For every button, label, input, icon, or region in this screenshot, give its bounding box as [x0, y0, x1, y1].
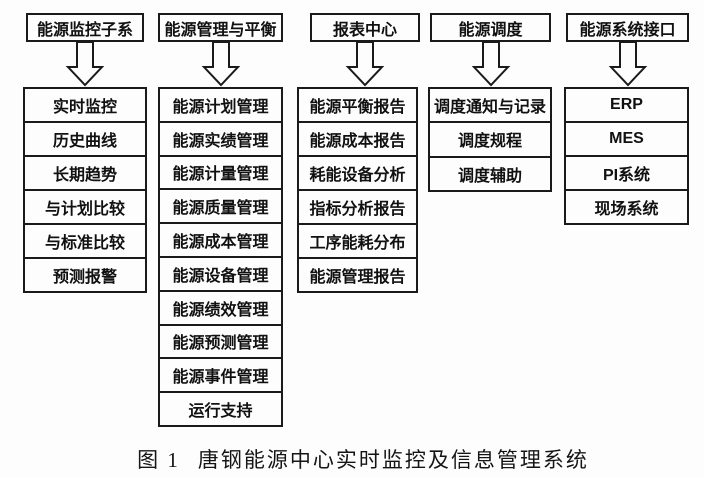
down-arrow-icon [345, 42, 385, 87]
list-item: 长期趋势 [25, 156, 145, 191]
list-item: MES [566, 123, 687, 158]
list-item: 能源绩效管理 [160, 291, 281, 326]
list-item: 预测报警 [25, 258, 145, 291]
down-arrow-icon [201, 42, 240, 87]
list-item: 耗能设备分析 [299, 156, 416, 191]
list-item: 能源设备管理 [160, 257, 281, 292]
figure-caption: 图 1 唐钢能源中心实时监控及信息管理系统 [11, 444, 704, 474]
column-item-list: 实时监控历史曲线长期趋势与计划比较与标准比较预测报警 [23, 87, 147, 293]
list-item: 能源事件管理 [160, 359, 281, 394]
list-item: 调度通知与记录 [430, 89, 550, 124]
column-header-box: 能源调度 [430, 13, 551, 42]
figure-caption-number: 图 1 [137, 448, 180, 472]
column-item-list: 能源计划管理能源实绩管理能源计量管理能源质量管理能源成本管理能源设备管理能源绩效… [158, 87, 283, 427]
figure-caption-title: 唐钢能源中心实时监控及信息管理系统 [197, 448, 589, 472]
list-item: 运行支持 [160, 393, 281, 425]
list-item: 调度辅助 [430, 157, 550, 190]
list-item: 能源质量管理 [160, 190, 281, 225]
column-header-box: 能源管理与平衡 [158, 13, 283, 42]
list-item: 能源实绩管理 [160, 122, 281, 157]
list-item: 能源管理报告 [299, 258, 416, 291]
list-item: 能源成本管理 [160, 224, 281, 258]
list-item: 能源成本报告 [299, 122, 416, 157]
list-item: 调度规程 [430, 123, 550, 158]
down-arrow-icon [608, 42, 647, 87]
list-item: 与计划比较 [25, 190, 145, 225]
down-arrow-icon [65, 42, 105, 87]
column-item-list: 调度通知与记录调度规程调度辅助 [428, 87, 552, 192]
list-item: 能源预测管理 [160, 325, 281, 360]
down-arrow-icon [471, 42, 510, 87]
list-item: 与标准比较 [25, 224, 145, 259]
list-item: ERP [566, 89, 687, 124]
list-item: 指标分析报告 [299, 190, 416, 225]
list-item: 能源计量管理 [160, 156, 281, 191]
list-item: 现场系统 [566, 191, 687, 224]
column-header-box: 能源监控子系 [26, 13, 144, 42]
list-item: 工序能耗分布 [299, 224, 416, 259]
list-item: 实时监控 [25, 89, 145, 123]
column-header-box: 能源系统接口 [566, 13, 689, 42]
list-item: PI系统 [566, 157, 687, 192]
column-item-list: 能源平衡报告能源成本报告耗能设备分析指标分析报告工序能耗分布能源管理报告 [297, 87, 418, 293]
list-item: 能源计划管理 [160, 89, 281, 123]
column-header-box: 报表中心 [310, 13, 420, 42]
list-item: 历史曲线 [25, 122, 145, 157]
list-item: 能源平衡报告 [299, 89, 416, 123]
